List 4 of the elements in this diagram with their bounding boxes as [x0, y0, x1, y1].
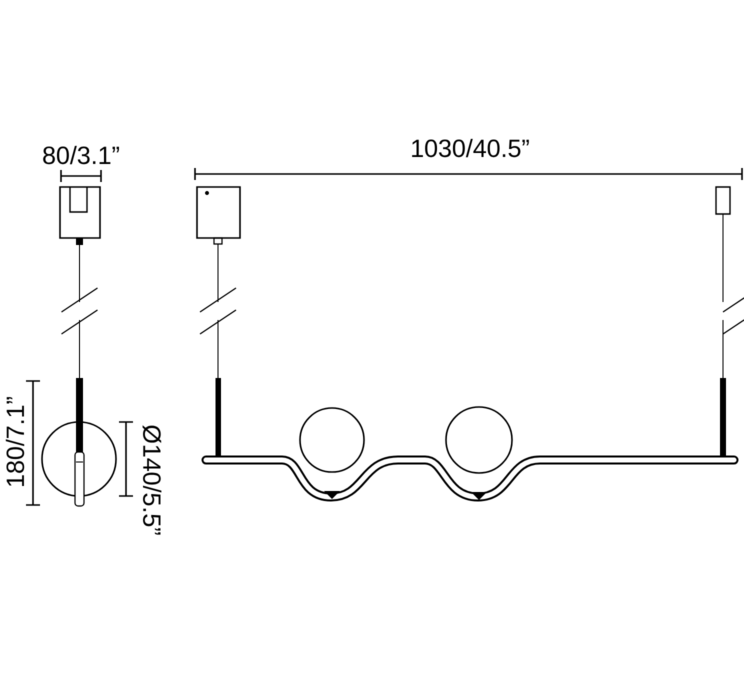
dimension-label: 80/3.1” [43, 146, 119, 164]
dimension-label: 1030/40.5” [412, 138, 529, 158]
dimension-label: 180/7.1” [6, 397, 24, 486]
dimension-label: Ø140/5.5” [142, 425, 162, 535]
